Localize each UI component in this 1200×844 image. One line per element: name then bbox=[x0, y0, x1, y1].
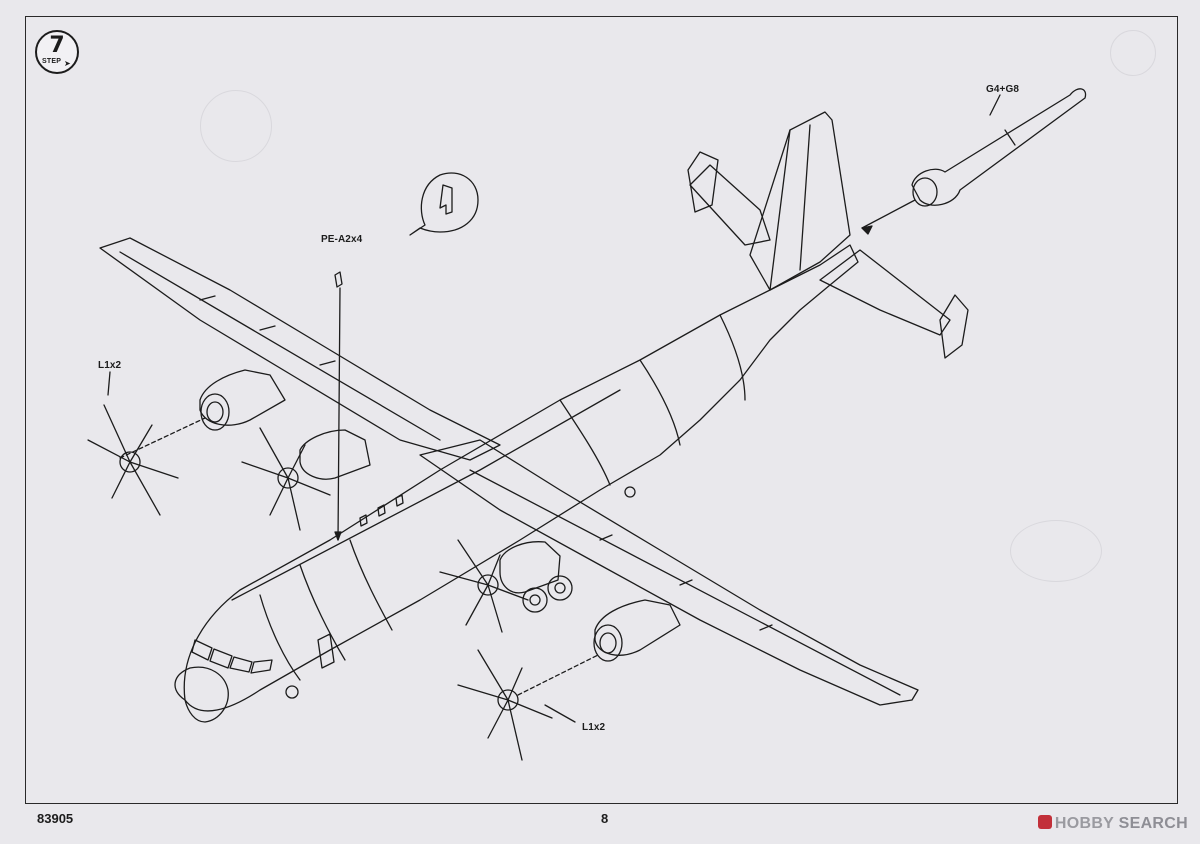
left-stabilizer bbox=[689, 164, 771, 246]
propeller-icon bbox=[87, 404, 206, 516]
watermark-brand: HOBBY bbox=[1054, 815, 1114, 832]
cockpit-window bbox=[191, 639, 213, 661]
label-right-props: L1x2 bbox=[582, 722, 606, 733]
step-word: STEP bbox=[42, 58, 62, 65]
nose bbox=[174, 666, 229, 723]
watermark-suffix: SEARCH bbox=[1118, 815, 1188, 832]
right-endplate bbox=[939, 294, 969, 359]
step-number: 7 bbox=[49, 33, 65, 58]
right-stabilizer bbox=[819, 249, 951, 336]
page-frame bbox=[25, 16, 1178, 804]
cockpit-window bbox=[250, 659, 273, 674]
tail-cone-part bbox=[911, 88, 1087, 206]
vertical-fin bbox=[749, 111, 851, 291]
engine-nacelle bbox=[594, 599, 681, 656]
cockpit-window bbox=[209, 648, 233, 669]
engine-nacelle bbox=[199, 369, 286, 426]
left-endplate bbox=[687, 151, 719, 213]
ghost-step-badge bbox=[1110, 30, 1156, 76]
cabin-door bbox=[317, 633, 335, 669]
antenna-part-icon bbox=[409, 172, 479, 236]
propeller-icon bbox=[241, 427, 331, 531]
label-left-props: L1x2 bbox=[98, 360, 122, 371]
fuselage bbox=[183, 244, 859, 712]
left-wing bbox=[99, 237, 501, 461]
propeller-icon bbox=[439, 539, 529, 633]
cockpit-window bbox=[229, 656, 253, 673]
propeller-icon bbox=[457, 649, 599, 761]
ghost-shape bbox=[200, 90, 272, 162]
page-number: 8 bbox=[601, 811, 609, 826]
label-tail-cone: G4+G8 bbox=[986, 84, 1020, 95]
engine-nacelle bbox=[299, 429, 371, 480]
right-wing bbox=[419, 439, 919, 706]
watermark: HOBBY SEARCH bbox=[1037, 815, 1188, 833]
step-arrow-icon: ➤ bbox=[64, 59, 71, 68]
label-antenna: PE-A2x4 bbox=[321, 234, 363, 245]
engine-nacelle bbox=[499, 541, 561, 594]
product-code: 83905 bbox=[37, 811, 74, 826]
ghost-shape bbox=[1010, 520, 1102, 582]
step-badge-icon: 7 STEP ➤ bbox=[35, 30, 79, 74]
watermark-logo-icon bbox=[1037, 815, 1052, 829]
